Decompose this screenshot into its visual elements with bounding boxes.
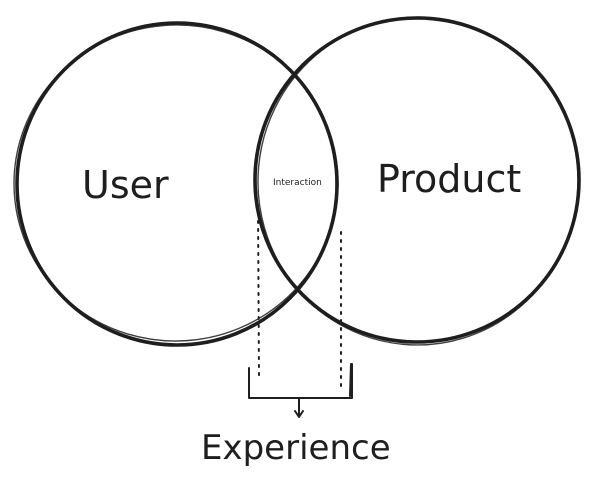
experience-label: Experience — [201, 428, 391, 468]
product-circle — [253, 16, 581, 346]
experience-bracket — [248, 363, 353, 399]
user-circle — [13, 21, 339, 347]
left-projection-line — [257, 204, 260, 379]
user-label: User — [82, 163, 169, 207]
product-label: Product — [377, 157, 521, 201]
interaction-label: Interaction — [273, 178, 322, 188]
arrow-down-icon — [294, 398, 304, 418]
